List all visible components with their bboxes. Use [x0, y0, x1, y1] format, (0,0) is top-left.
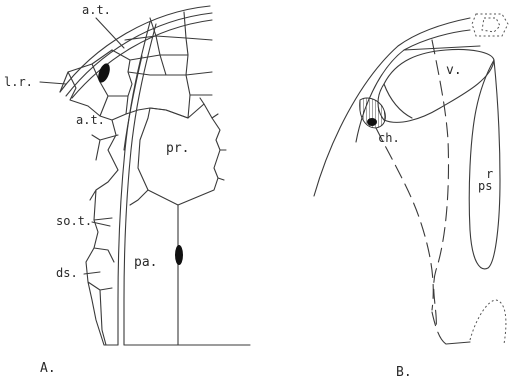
panel-b: v. ch. r ps B.	[314, 14, 508, 380]
caption-a: A.	[40, 361, 56, 376]
skull-outline-inner	[72, 20, 212, 98]
dotted-capsule-inner	[482, 18, 500, 32]
dashed-curve-right	[432, 40, 449, 330]
label-pr: pr.	[166, 141, 189, 156]
label-ds: ds.	[56, 266, 78, 280]
panel-a: a.t. l.r. a.t. pr. so.t. ds. pa. A.	[4, 3, 250, 376]
label-lr: l.r.	[4, 75, 33, 89]
pa-pineal-spot	[175, 245, 183, 265]
skull-outline-mid	[66, 13, 212, 96]
label-v: v.	[446, 63, 462, 78]
eye-spot	[96, 62, 112, 84]
dashed-curve-left	[376, 128, 433, 310]
dashed-lower	[432, 312, 446, 344]
pr-plate-notches	[200, 98, 226, 180]
dotted-bump	[470, 300, 506, 344]
ps-outline	[469, 60, 500, 269]
label-sot: so.t.	[56, 214, 92, 228]
lower-left-plates	[86, 170, 118, 345]
lateral-region-plates	[60, 50, 132, 120]
label-pa: pa.	[134, 255, 157, 270]
so-t-leader	[92, 222, 110, 226]
label-at-top: a.t.	[82, 3, 111, 17]
outline-b-outer	[314, 18, 470, 196]
ch-dark-spot	[367, 118, 377, 126]
ds-leader	[84, 272, 100, 274]
bottom-baseline	[446, 342, 470, 344]
label-at-bottom: a.t.	[76, 113, 105, 127]
ventricle-inner-arc	[384, 84, 412, 118]
lr-leader	[40, 82, 66, 84]
label-ch: ch.	[378, 131, 400, 145]
dotted-capsule	[472, 14, 508, 36]
caption-b: B.	[396, 365, 412, 380]
label-ps: ps	[478, 179, 492, 193]
